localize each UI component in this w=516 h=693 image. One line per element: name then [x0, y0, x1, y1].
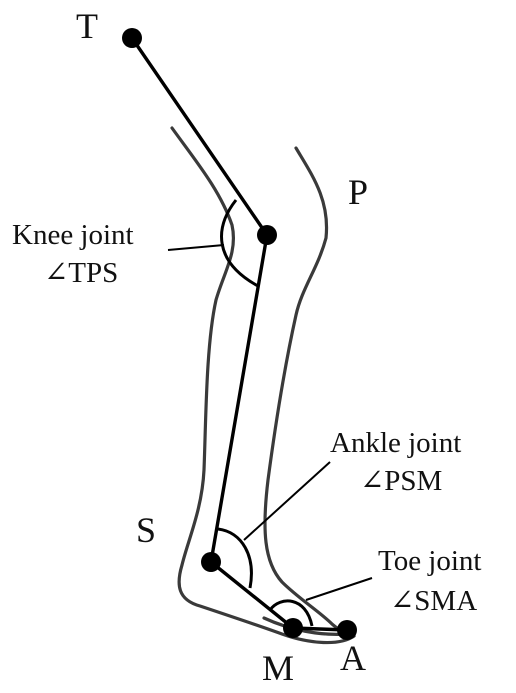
segment-p-s [211, 235, 267, 562]
joint-marker-t [122, 28, 142, 48]
ankle-joint-title: Ankle joint [330, 427, 461, 459]
point-label-m: M [262, 648, 294, 688]
joint-marker-s [201, 552, 221, 572]
joint-marker-p [257, 225, 277, 245]
joint-marker-a [337, 620, 357, 640]
ankle-joint-angle: ∠PSM [360, 465, 442, 497]
point-label-s: S [136, 510, 156, 550]
knee-joint-title: Knee joint [12, 219, 134, 251]
joint-marker-m [283, 618, 303, 638]
knee-leader-line [168, 245, 224, 250]
toe-joint-title: Toe joint [378, 545, 481, 577]
leg-outline-front [265, 148, 354, 637]
ankle-leader-line [244, 462, 330, 540]
knee-joint-angle: ∠TPS [44, 257, 118, 289]
segment-t-p [132, 38, 267, 235]
leg-outline-back [172, 128, 354, 643]
toe-joint-angle: ∠SMA [390, 585, 477, 617]
point-label-p: P [348, 172, 368, 212]
toe-leader-line [306, 578, 372, 600]
point-label-t: T [76, 6, 98, 46]
point-label-a: A [340, 638, 366, 678]
